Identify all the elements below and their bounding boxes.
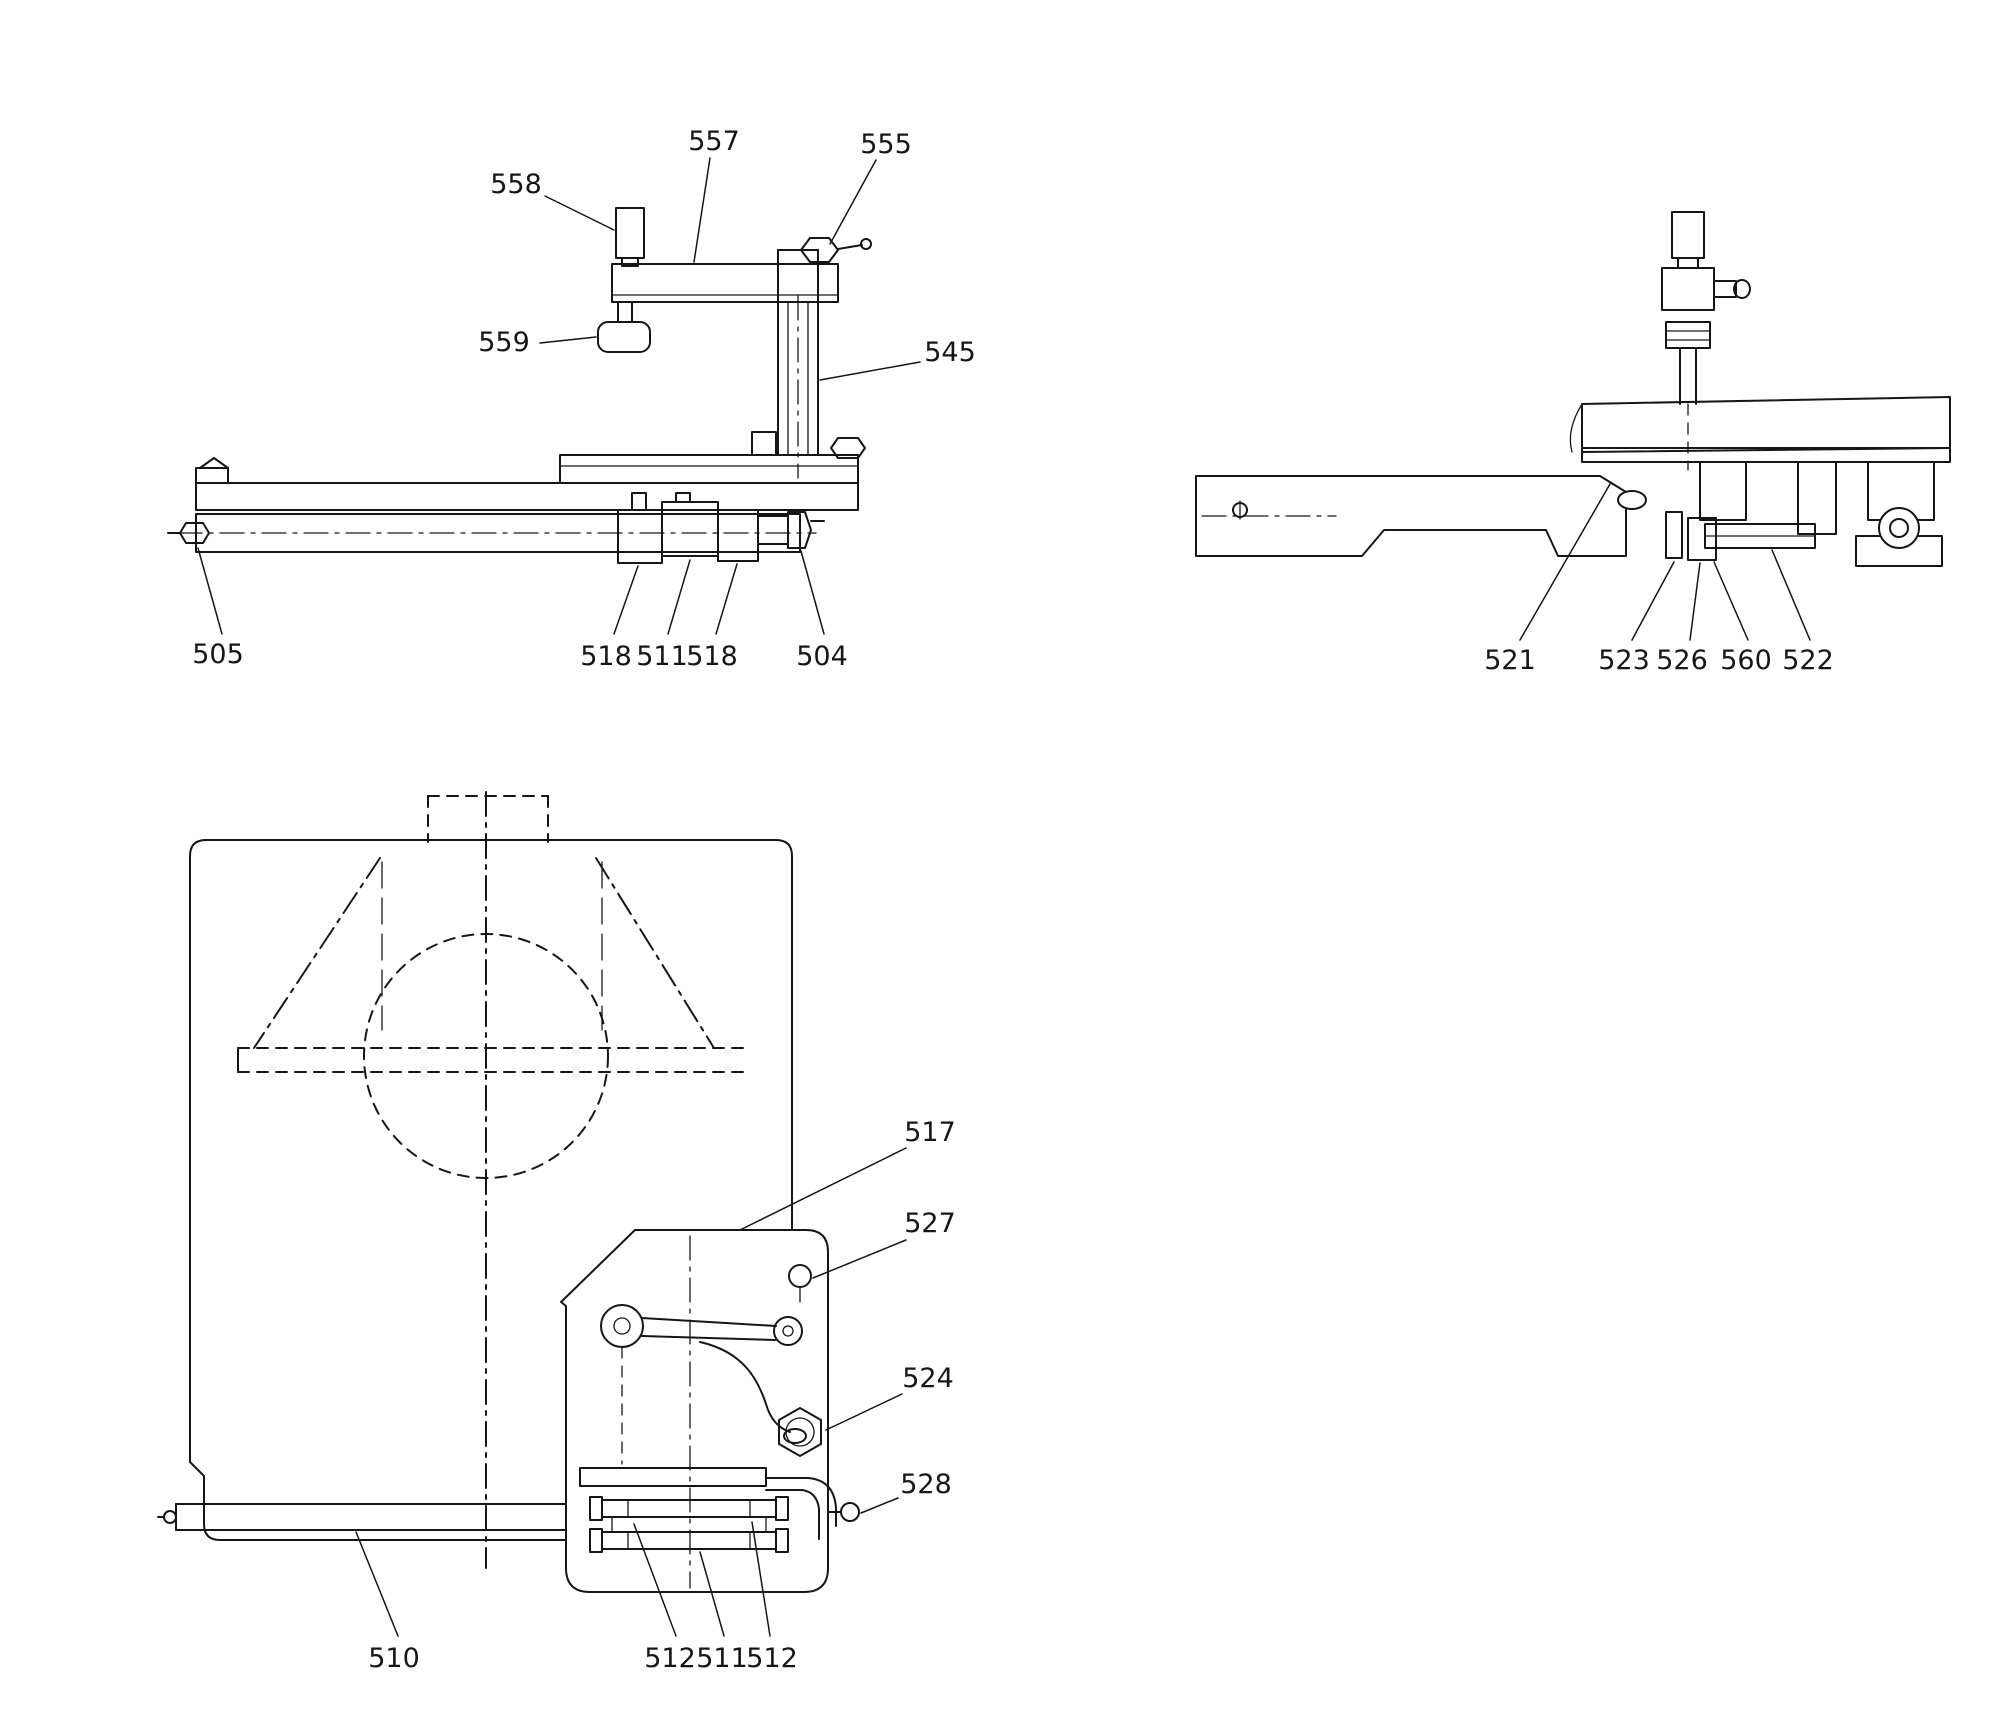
dust-funnel <box>237 857 747 1073</box>
part-511-block <box>661 492 719 557</box>
part-524-knob <box>778 1407 822 1457</box>
part-517-cover-plate <box>560 1229 860 1593</box>
part-512-511-512-bars <box>589 1496 789 1553</box>
part-label-526: 526 <box>1656 645 1708 676</box>
part-505-bolt <box>167 522 210 544</box>
part-label-524: 524 <box>902 1363 954 1394</box>
leader-lines-view-b <box>1519 483 1811 641</box>
cabinet-neck <box>427 795 549 843</box>
part-518-block-right <box>717 509 759 562</box>
part-label-555: 555 <box>860 129 912 160</box>
part-label-512-left: 512 <box>644 1643 696 1674</box>
part-label-517: 517 <box>904 1117 956 1148</box>
part-label-527: 527 <box>904 1208 956 1239</box>
fence-bracket-plate <box>559 437 866 484</box>
view-fence-side <box>167 157 921 635</box>
table-ribs <box>1699 461 1943 567</box>
part-526-560-spring-nut <box>1687 517 1717 561</box>
part-label-518-right: 518 <box>686 641 738 672</box>
rod-knob <box>1661 211 1751 471</box>
part-label-558: 558 <box>490 169 542 200</box>
part-label-522: 522 <box>1782 645 1834 676</box>
leader-lines-view-c <box>355 1147 907 1637</box>
part-label-528: 528 <box>900 1469 952 1500</box>
part-labels: 558 557 555 559 545 505 518 511 518 504 … <box>192 126 1834 1674</box>
leader-lines-view-a <box>197 157 921 635</box>
part-label-504: 504 <box>796 641 848 672</box>
part-523-washer <box>1665 511 1683 559</box>
view-table-section <box>1195 211 1951 641</box>
part-557-arm <box>611 263 839 303</box>
part-504-bolt <box>757 511 825 549</box>
part-528-bolt <box>827 1502 860 1522</box>
support-arm <box>1195 475 1647 557</box>
outlet-pipe <box>765 1477 837 1540</box>
part-label-560: 560 <box>1720 645 1772 676</box>
part-label-545: 545 <box>924 337 976 368</box>
part-label-557: 557 <box>688 126 740 157</box>
part-522-bar <box>1704 523 1816 549</box>
part-558-knob <box>615 207 645 267</box>
table-top <box>1569 396 1951 463</box>
fence-rail <box>177 513 817 553</box>
part-label-511-bottom: 511 <box>696 1643 748 1674</box>
part-label-518-left: 518 <box>580 641 632 672</box>
part-559-knob <box>597 301 651 353</box>
part-label-521: 521 <box>1484 645 1536 676</box>
part-label-510: 510 <box>368 1643 420 1674</box>
view-cabinet-front <box>157 791 907 1637</box>
fence-bar <box>195 457 859 511</box>
part-label-511-top: 511 <box>636 641 688 672</box>
part-545-column <box>751 249 819 479</box>
part-label-559: 559 <box>478 327 530 358</box>
part-label-505: 505 <box>192 639 244 670</box>
part-label-512-right: 512 <box>746 1643 798 1674</box>
part-label-523: 523 <box>1598 645 1650 676</box>
